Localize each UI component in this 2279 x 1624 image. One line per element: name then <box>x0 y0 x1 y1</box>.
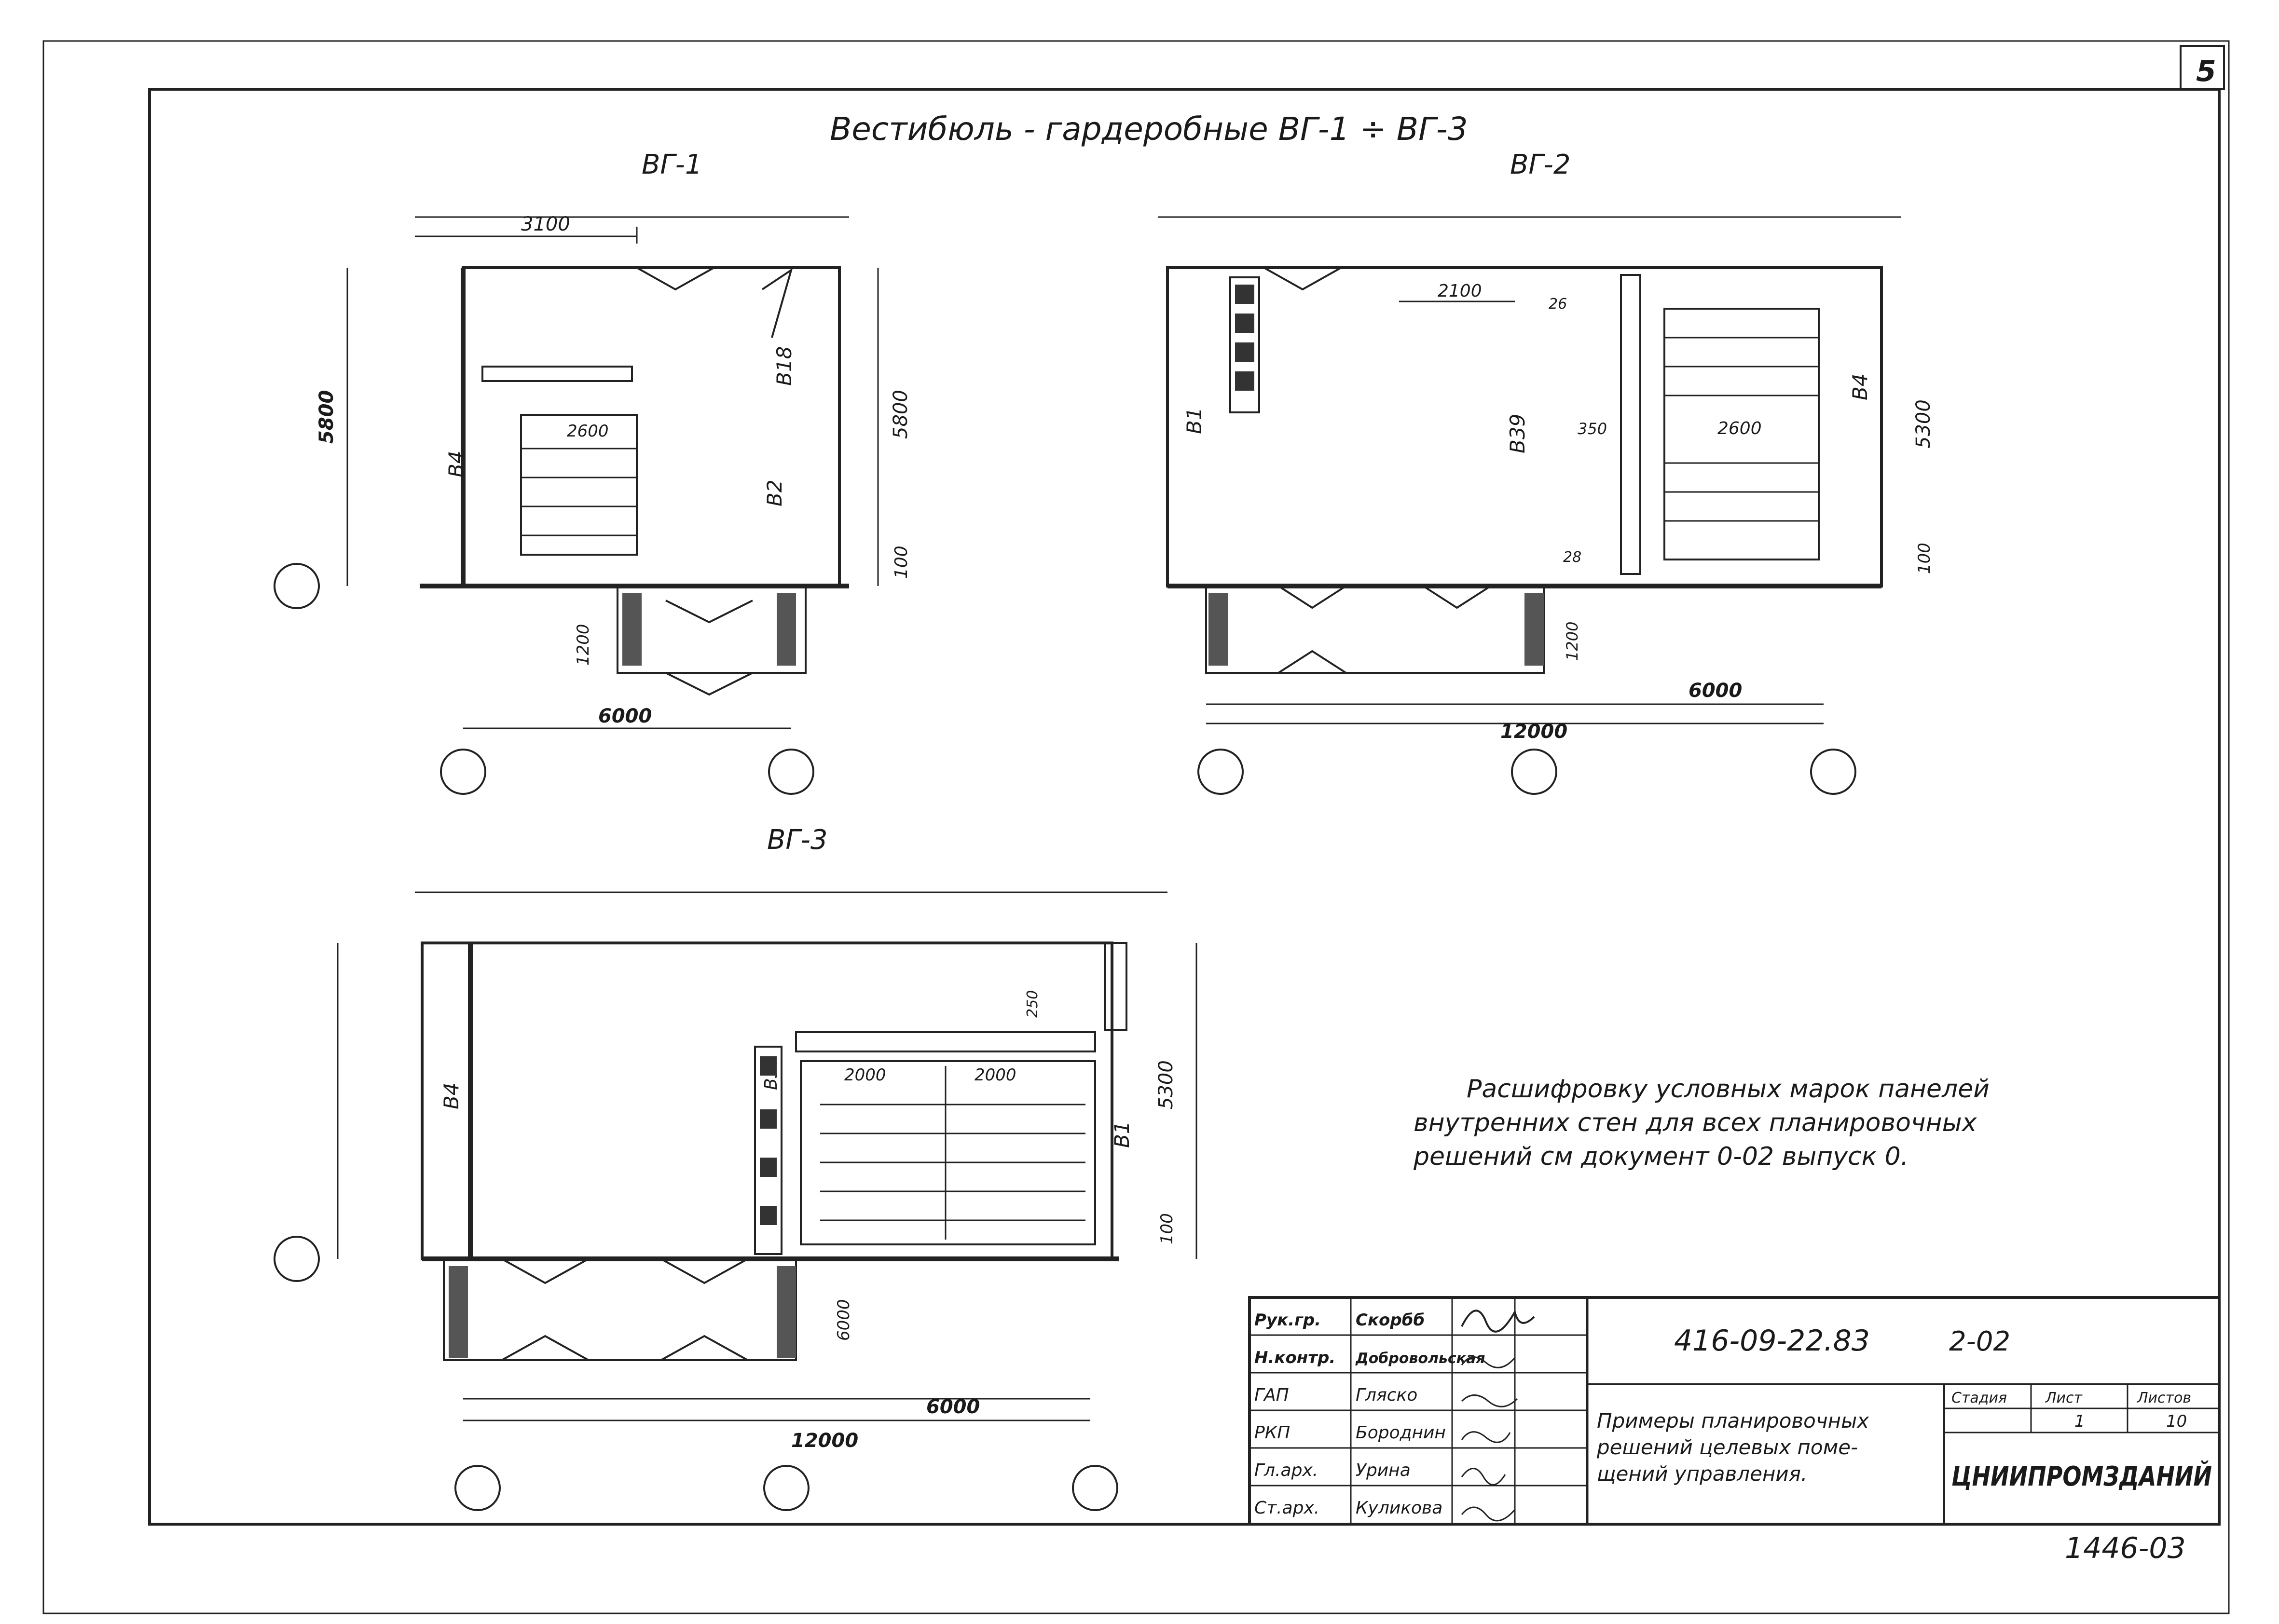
title-desc-2: решений целевых поме- <box>1596 1435 1858 1459</box>
vg2-dim-12000: 12000 <box>1500 721 1567 743</box>
sig-role-0: Рук.гр. <box>1254 1310 1321 1330</box>
note-line-3: решений см документ 0-02 выпуск 0. <box>1413 1142 1908 1171</box>
vg3-dim-250: 250 <box>1024 990 1041 1018</box>
plan-vg2-label: ВГ-2 <box>1510 149 1570 180</box>
vg2-dim-5300: 5300 <box>1912 399 1935 449</box>
org-name: ЦНИИПРОМЗДАНИЙ <box>1951 1460 2212 1492</box>
vg3-dim-12000: 12000 <box>791 1430 858 1452</box>
archive-stamp: 1446-03 <box>2065 1531 2186 1565</box>
vg1-dim-2600: 2600 <box>567 422 609 441</box>
sig-name-1: Добровольская <box>1355 1350 1485 1367</box>
outer-frame <box>42 40 2230 1614</box>
vg3-dim-100: 100 <box>1157 1213 1177 1244</box>
header-sheets: Листов <box>2137 1390 2191 1406</box>
title-sheet-ref: 2-02 <box>1949 1326 2010 1357</box>
vg2-wall-b4: В4 <box>1848 373 1872 400</box>
title-block: Рук.гр. Скорбб Н.контр. Добровольская ГА… <box>1248 1296 2221 1526</box>
plan-vg1-label: ВГ-1 <box>642 149 702 180</box>
vg2-dim-28: 28 <box>1563 549 1581 566</box>
sig-name-2: Гляско <box>1356 1385 1417 1405</box>
plan-vg1: ВГ-1 3100 5800 5800 100 В4 В18 В2 2600 <box>274 149 912 795</box>
vg1-wall-b18: В18 <box>772 346 796 386</box>
sheet-title: Вестибюль - гардеробные ВГ-1 ÷ ВГ-3 <box>830 110 1468 148</box>
vg2-dim-350: 350 <box>1578 420 1607 438</box>
title-desc-1: Примеры планировочных <box>1597 1409 1869 1433</box>
vg3-dim-1200: 6000 <box>834 1299 853 1341</box>
header-sheet: Лист <box>2045 1390 2083 1406</box>
sig-role-4: Гл.арх. <box>1254 1460 1318 1480</box>
sheet-number-box <box>2180 45 2225 90</box>
vg2-dim-26: 26 <box>1549 296 1567 313</box>
note-line-1: Расшифровку условных марок панелей <box>1467 1075 1990 1104</box>
sig-name-3: Бороднин <box>1356 1423 1446 1443</box>
value-sheet: 1 <box>2074 1412 2085 1431</box>
vg1-dim-1200: 1200 <box>574 624 593 666</box>
sheet-number: 5 <box>2196 55 2216 88</box>
vg2-dim-2100: 2100 <box>1438 281 1482 301</box>
vg1-dim-5800: 5800 <box>890 390 912 439</box>
note-line-2: внутренних стен для всех планировочных <box>1414 1108 1977 1137</box>
vg3-dim-2000b: 2000 <box>975 1065 1016 1085</box>
sig-role-5: Ст.арх. <box>1254 1498 1319 1518</box>
vg3-dim-5300: 5300 <box>1155 1060 1177 1109</box>
vg2-dim-2600: 2600 <box>1717 419 1762 438</box>
vg2-dim-1200: 1200 <box>1563 622 1581 661</box>
vg3-wall-b1: В1 <box>1110 1121 1134 1148</box>
vg3-wall-b4: В4 <box>439 1082 463 1109</box>
inner-frame <box>148 88 2221 1526</box>
title-desc-3: щений управления. <box>1597 1462 1807 1486</box>
note-block: Расшифровку условных марок панелей внутр… <box>1413 1075 1990 1171</box>
sig-role-2: ГАП <box>1254 1385 1289 1405</box>
value-sheets: 10 <box>2166 1412 2187 1431</box>
vg3-dim-6000: 6000 <box>926 1396 980 1418</box>
vg1-wall-b4: В4 <box>444 450 468 478</box>
vg1-dim-100: 100 <box>892 546 911 579</box>
vg2-dim-6000: 6000 <box>1689 680 1742 702</box>
header-stage: Стадия <box>1951 1390 2007 1406</box>
vg1-wall-b2: В2 <box>763 479 786 506</box>
vg2-wall-b1: В1 <box>1182 407 1206 434</box>
sig-role-3: РКП <box>1254 1423 1290 1443</box>
vg1-dim-6000: 6000 <box>598 705 652 727</box>
vg1-dim-3100: 3100 <box>521 213 570 235</box>
vg2-wall-b39: В39 <box>1506 414 1529 453</box>
sig-name-5: Куликова <box>1356 1498 1442 1518</box>
title-code: 416-09-22.83 <box>1674 1324 1870 1358</box>
vg2-dim-100: 100 <box>1915 543 1934 574</box>
vg1-dim-left: 5800 <box>316 390 338 444</box>
sig-name-4: Урина <box>1356 1460 1411 1480</box>
vg3-dim-2000a: 2000 <box>844 1065 886 1085</box>
sig-role-1: Н.контр. <box>1254 1348 1335 1367</box>
plan-vg3-label: ВГ-3 <box>767 824 827 856</box>
plan-vg3: ВГ-3 В4 В39 В1 5300 100 2000 2000 250 <box>274 824 1197 1511</box>
plan-vg2: ВГ-2 2100 26 2600 350 28 В1 В39 В4 5300 … <box>1158 149 1935 795</box>
sig-name-0: Скорбб <box>1356 1310 1425 1330</box>
